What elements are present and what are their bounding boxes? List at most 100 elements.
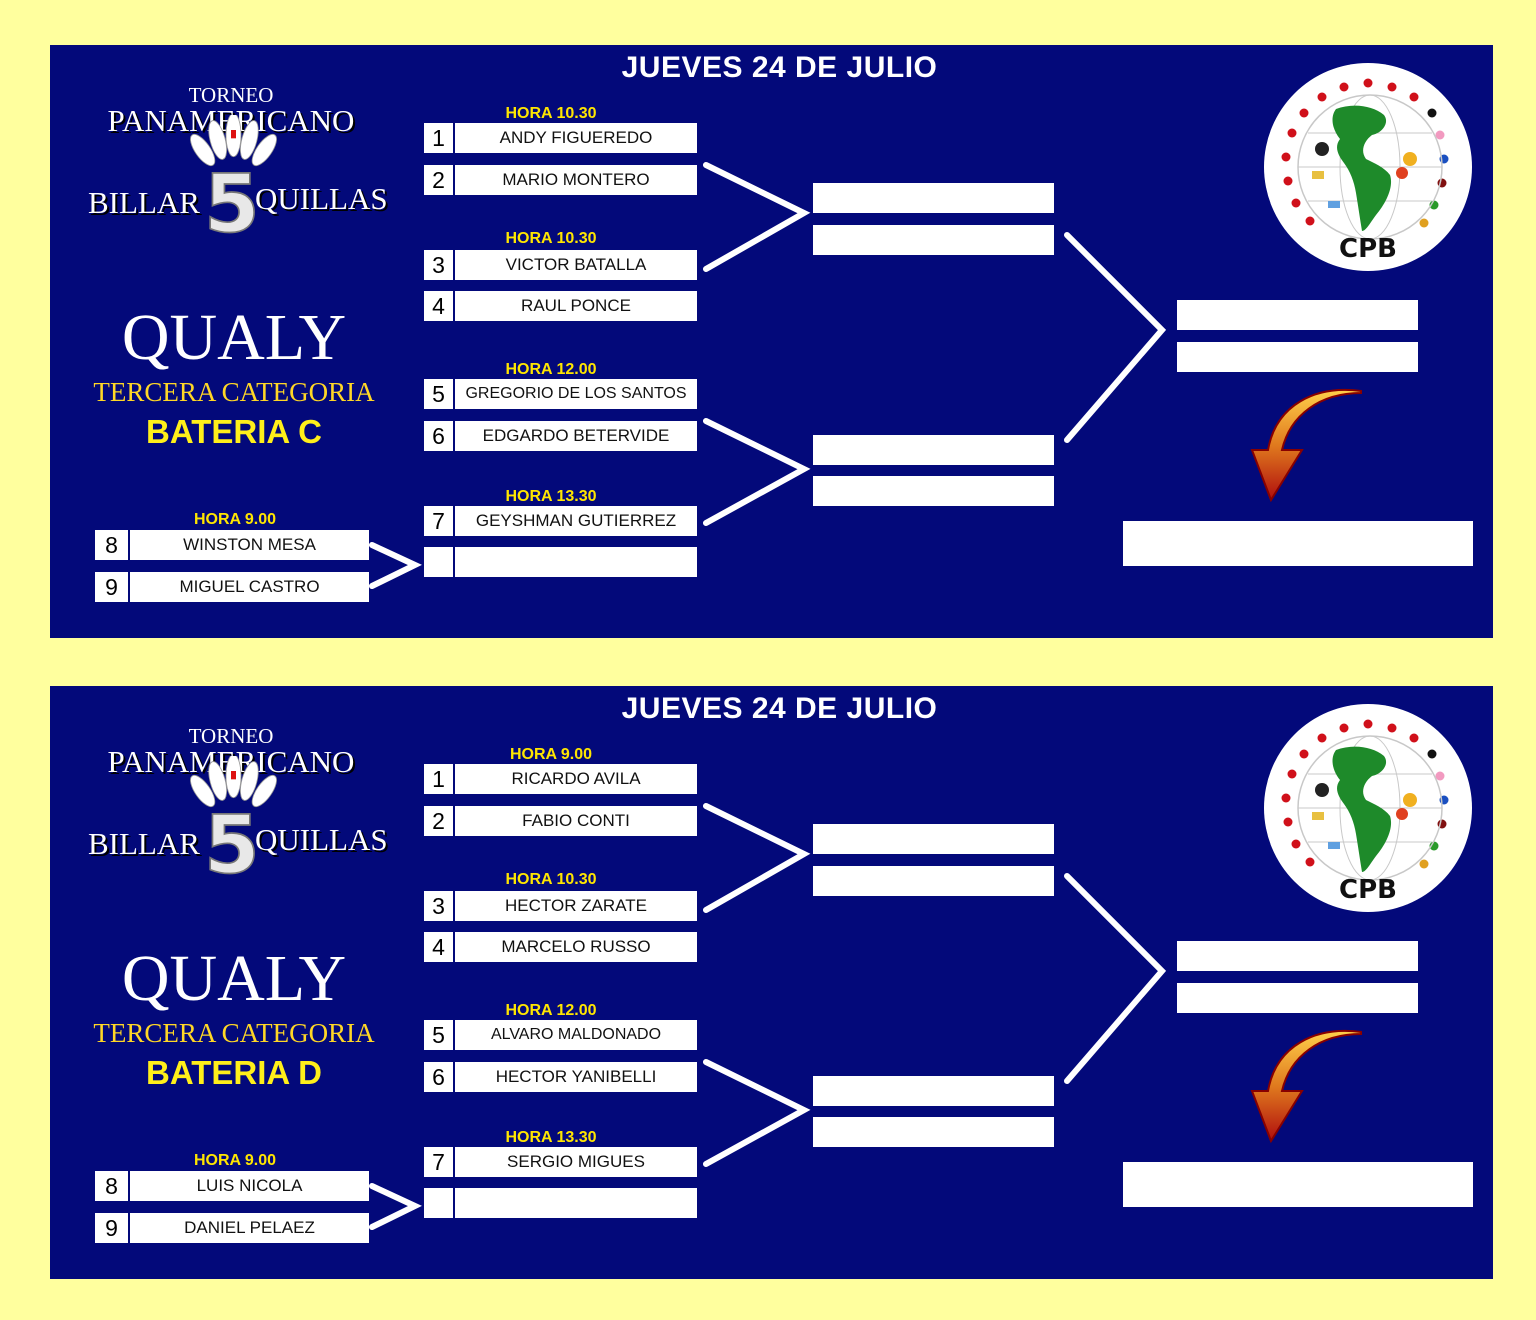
player-name: FABIO CONTI [522,811,630,830]
battery-label: BATERIA C [146,413,322,450]
player-slot: 8 WINSTON MESA [95,530,369,560]
logo-number: 5 [204,799,260,892]
player-slot: 7 SERGIO MIGUES [424,1147,697,1177]
player-name-empty [455,547,697,577]
finalist-slot [1177,300,1418,330]
player-name-empty [455,1188,697,1218]
player-slot: 6 HECTOR YANIBELLI [424,1062,697,1092]
match-time-label: HORA 10.30 [505,105,597,122]
cpb-globe-logo: CPB [1264,63,1472,271]
seed-number-empty [424,1188,455,1218]
player-name: MIGUEL CASTRO [179,577,320,596]
logo-billar-text: BILLAR [88,826,200,861]
player-name: GEYSHMAN GUTIERREZ [475,511,677,530]
match-time-label: HORA 10.30 [505,871,597,888]
match-time-label: HORA 13.30 [505,1129,597,1146]
qualifier-winner-slot [1123,521,1473,566]
seed-number: 5 [424,379,455,409]
match-time-label: HORA 12.00 [505,1002,597,1019]
player-slot: 1 ANDY FIGUEREDO [424,123,697,153]
logo-torneo-text: TORNEO [188,724,274,748]
seed-number: 6 [424,421,455,451]
bowling-pins-five-icon: 5 [190,756,277,893]
match-time-label: HORA 9.00 [509,746,593,763]
player-name: DANIEL PELAEZ [184,1218,315,1237]
bracket-lines [369,162,1362,589]
seed-number: 5 [424,1020,455,1050]
cpb-globe-logo: CPB [1264,704,1472,912]
player-name: MARIO MONTERO [502,170,650,189]
seed-number: 9 [95,1213,130,1243]
seed-number: 2 [424,806,455,836]
bowling-pins-five-icon: 5 [190,115,277,252]
player-slot: 9 DANIEL PELAEZ [95,1213,369,1243]
logo-quillas-text: QUILLAS [255,822,388,857]
player-slot: 1 RICARDO AVILA [424,764,697,794]
player-slot: 2 FABIO CONTI [424,806,697,836]
player-name: SERGIO MIGUES [507,1152,645,1171]
match-time-label: HORA 10.30 [505,230,597,247]
winner-slot-round2 [813,435,1054,465]
finalist-slot [1177,983,1418,1013]
player-name: MARCELO RUSSO [501,937,651,956]
seed-number: 9 [95,572,130,602]
battery-label: BATERIA D [146,1054,322,1091]
seed-number: 4 [424,291,455,321]
player-slot: 2 MARIO MONTERO [424,165,697,195]
seed-number: 2 [424,165,455,195]
winner-slot-round2 [813,476,1054,506]
panel-date-title: JUEVES 24 DE JULIO [621,692,938,725]
finalist-slot [1177,941,1418,971]
down-arrow-icon [1250,1030,1362,1144]
empty-player-slot [424,547,697,577]
player-name: VICTOR BATALLA [505,255,647,274]
seed-number: 8 [95,1171,130,1201]
logo-torneo-text: TORNEO [188,83,274,107]
seed-number: 1 [424,764,455,794]
player-slot: 3 HECTOR ZARATE [424,891,697,921]
player-name: RAUL PONCE [521,296,631,315]
player-name: EDGARDO BETERVIDE [482,426,670,445]
seed-number: 4 [424,932,455,962]
logo-quillas-text: QUILLAS [255,181,388,216]
seed-number: 1 [424,123,455,153]
winner-slot-round2 [813,1076,1054,1106]
match-time-label: HORA 9.00 [193,511,277,528]
winner-slot-round2 [813,824,1054,854]
winner-slot-round2 [813,1117,1054,1147]
category-label: TERCERA CATEGORIA [93,1018,375,1048]
empty-player-slot [424,1188,697,1218]
match-time-label: HORA 12.00 [505,361,597,378]
player-name: ANDY FIGUEREDO [499,128,653,147]
player-slot: 7 GEYSHMAN GUTIERREZ [424,506,697,536]
player-name: RICARDO AVILA [511,769,641,788]
cpb-label: CPB [1339,234,1397,264]
bracket-panel: JUEVES 24 DE JULIO TORNEO PANAMERICANO 5… [50,686,1493,1279]
seed-number: 8 [95,530,130,560]
category-label: TERCERA CATEGORIA [93,377,375,407]
down-arrow-icon [1250,389,1362,503]
bracket-panel: JUEVES 24 DE JULIO TORNEO PANAMERICANO 5… [50,45,1493,638]
player-slot: 8 LUIS NICOLA [95,1171,369,1201]
player-slot: 4 MARCELO RUSSO [424,932,697,962]
finalist-slot [1177,342,1418,372]
player-slot: 5 ALVARO MALDONADO [424,1020,697,1050]
seed-number: 6 [424,1062,455,1092]
qualy-title: QUALY [121,942,347,1015]
player-name: ALVARO MALDONADO [490,1026,662,1043]
match-time-label: HORA 9.00 [193,1152,277,1169]
player-slot: 4 RAUL PONCE [424,291,697,321]
logo-number: 5 [204,158,260,251]
seed-number: 7 [424,1147,455,1177]
player-name: LUIS NICOLA [196,1176,303,1195]
player-slot: 5 GREGORIO DE LOS SANTOS [424,379,697,409]
player-name: WINSTON MESA [183,535,316,554]
player-slot: 6 EDGARDO BETERVIDE [424,421,697,451]
qualy-title: QUALY [121,301,347,374]
logo-billar-text: BILLAR [88,185,200,220]
seed-number: 3 [424,250,455,280]
player-name: HECTOR ZARATE [505,896,647,915]
winner-slot-round2 [813,225,1054,255]
winner-slot-round2 [813,866,1054,896]
match-time-label: HORA 13.30 [505,488,597,505]
